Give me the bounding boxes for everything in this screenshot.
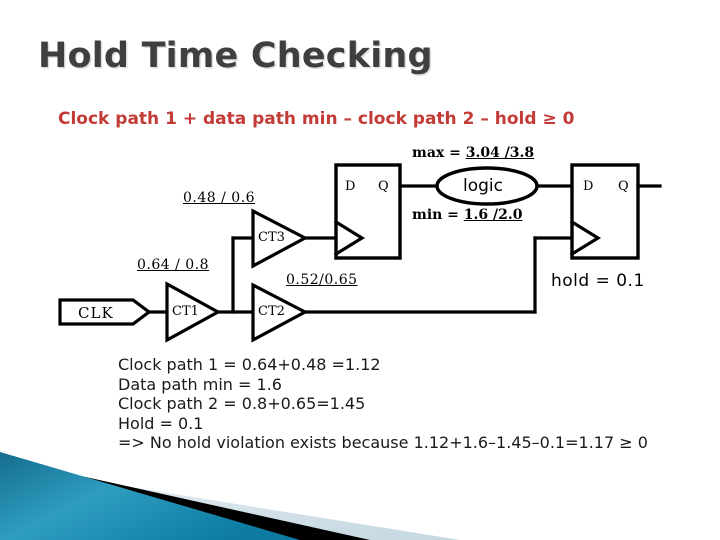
calculation-block: Clock path 1 = 0.64+0.48 =1.12 Data path… <box>118 355 648 453</box>
page-title: Hold Time Checking <box>38 36 433 76</box>
buffer-ct3-label: CT3 <box>258 230 285 245</box>
ff-right-d-port-label: D <box>583 179 594 194</box>
path-min-value: 1.6 /2.0 <box>463 207 523 223</box>
logic-block-label: logic <box>463 176 503 196</box>
calc-line-2: Data path min = 1.6 <box>118 374 282 394</box>
calc-line-1: Clock path 1 = 0.64+0.48 =1.12 <box>118 355 381 374</box>
path-max-value: 3.04 /3.8 <box>465 145 535 161</box>
buffer-ct3-shape <box>251 208 309 269</box>
path-max-annotation: max = 3.04 /3.8 <box>412 145 534 161</box>
ff-left-d-port-label: D <box>345 179 356 194</box>
buffer-ct1-label: CT1 <box>172 304 199 319</box>
hold-formula-statement: Clock path 1 + data path min – clock pat… <box>58 109 575 129</box>
ff-right-q-port-label: Q <box>618 179 629 194</box>
path-min-prefix: min = <box>412 207 464 223</box>
delay-label-ct3: 0.48 / 0.6 <box>183 190 256 206</box>
ff-left-q-port-label: Q <box>378 179 389 194</box>
calc-line-3: Clock path 2 = 0.8+0.65=1.45 <box>118 394 366 413</box>
ff-left-body <box>334 163 402 260</box>
buffer-ct1-shape <box>165 281 222 343</box>
delay-label-ct1: 0.64 / 0.8 <box>137 257 210 273</box>
calc-line-4: Hold = 0.1 <box>118 413 204 433</box>
ff-right-body <box>570 163 640 260</box>
clk-source-label: CLK <box>78 304 114 322</box>
delay-label-ct2: 0.52/0.65 <box>286 272 358 288</box>
clk-source-shape <box>58 298 152 326</box>
calc-line-5: => No hold violation exists because 1.12… <box>118 433 648 452</box>
buffer-ct2-label: CT2 <box>258 304 285 319</box>
ff-left-clock-triangle <box>333 219 366 257</box>
hold-value-label: hold = 0.1 <box>551 271 645 291</box>
path-max-prefix: max = <box>412 145 466 161</box>
ff-right-clock-triangle <box>569 219 602 257</box>
buffer-ct2-shape <box>251 282 309 343</box>
path-min-annotation: min = 1.6 /2.0 <box>412 207 523 223</box>
